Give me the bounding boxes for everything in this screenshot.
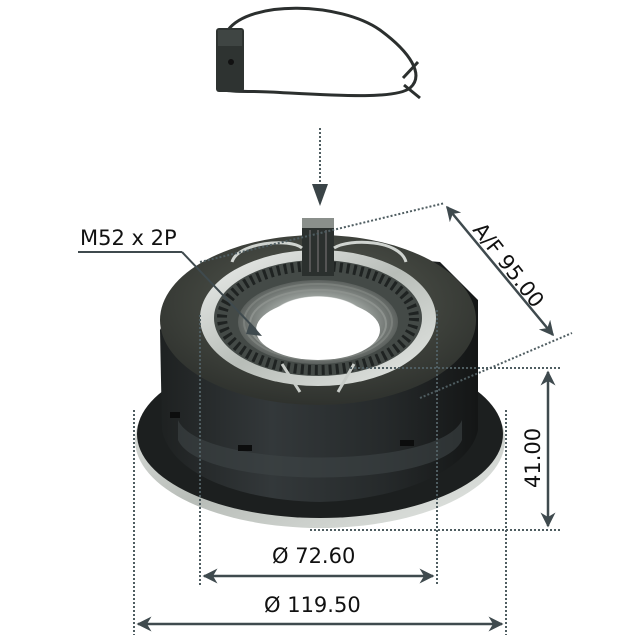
thread-label: M52 x 2P (80, 226, 177, 250)
inner-diameter-label: Ø 72.60 (272, 544, 355, 568)
hub-nut (135, 218, 505, 528)
dimension-thread: M52 x 2P (78, 226, 262, 336)
dimension-outer-diameter: Ø 119.50 (133, 410, 507, 635)
outer-diameter-label: Ø 119.50 (264, 593, 361, 617)
across-flats-label: A/F 95.00 (468, 218, 549, 312)
dimension-inner-diameter: Ø 72.60 (199, 310, 438, 585)
height-label: 41.00 (521, 428, 545, 488)
dimension-height: 41.00 (310, 367, 560, 531)
wire-clip (216, 6, 421, 100)
assembly-arrow (312, 128, 328, 206)
